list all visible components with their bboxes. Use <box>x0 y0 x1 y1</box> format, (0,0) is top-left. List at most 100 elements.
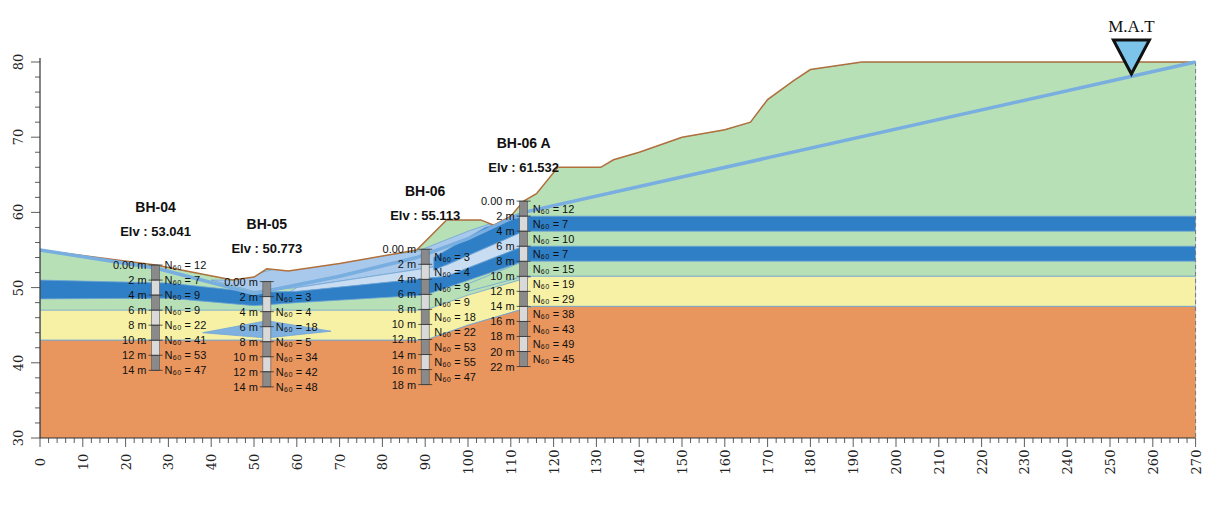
spt-value: N₆₀ = 3 <box>434 251 470 262</box>
depth-label: 20 m <box>490 346 514 357</box>
depth-label: 8 m <box>239 336 257 347</box>
spt-value: N₆₀ = 18 <box>434 311 476 322</box>
depth-label: 0.00 m <box>113 260 147 271</box>
depth-label: 6 m <box>239 321 257 332</box>
depth-label: 4 m <box>496 226 514 237</box>
depth-label: 14 m <box>233 381 257 392</box>
depth-label: 8 m <box>128 320 146 331</box>
spt-value: N₆₀ = 3 <box>276 291 312 302</box>
depth-label: 6 m <box>128 305 146 316</box>
spt-value: N₆₀ = 18 <box>276 321 318 332</box>
borehole-name: BH-06 A <box>497 136 551 150</box>
axis-tick-label: 50 <box>248 454 261 471</box>
axis-tick-label: 90 <box>419 454 432 471</box>
axis-tick-label: 200 <box>890 450 903 475</box>
axis-tick-label: 50 <box>12 279 25 296</box>
spt-value: N₆₀ = 47 <box>434 372 476 383</box>
axis-tick-label: 30 <box>162 454 175 471</box>
depth-label: 4 m <box>398 274 416 285</box>
spt-value: N₆₀ = 7 <box>533 248 569 259</box>
depth-label: 10 m <box>392 319 416 330</box>
axes <box>31 58 1196 447</box>
axis-tick-label: 70 <box>12 129 25 146</box>
borehole-column <box>149 265 163 370</box>
axis-tick-label: 270 <box>1189 450 1202 475</box>
axis-tick-label: 70 <box>333 454 346 471</box>
depth-label: 22 m <box>490 361 514 372</box>
ground-surface <box>40 62 1196 280</box>
borehole-elevation: Elv : 50.773 <box>231 241 302 254</box>
spt-value: N₆₀ = 7 <box>165 275 201 286</box>
depth-label: 4 m <box>128 290 146 301</box>
depth-label: 0.00 m <box>383 244 417 255</box>
depth-label: 14 m <box>392 349 416 360</box>
axis-tick-label: 140 <box>633 450 646 475</box>
depth-label: 0.00 m <box>481 196 515 207</box>
depth-label: 2 m <box>496 211 514 222</box>
spt-value: N₆₀ = 53 <box>434 342 476 353</box>
depth-label: 16 m <box>490 316 514 327</box>
spt-value: N₆₀ = 15 <box>533 263 575 274</box>
depth-label: 2 m <box>398 259 416 270</box>
borehole-elevation: Elv : 53.041 <box>120 225 191 238</box>
spt-value: N₆₀ = 9 <box>165 290 201 301</box>
spt-value: N₆₀ = 41 <box>165 335 207 346</box>
spt-value: N₆₀ = 12 <box>533 203 575 214</box>
water-table-label: M.A.T <box>1108 18 1154 35</box>
depth-label: 14 m <box>122 365 146 376</box>
depth-label: 12 m <box>122 350 146 361</box>
spt-value: N₆₀ = 7 <box>533 218 569 229</box>
depth-label: 0.00 m <box>224 276 258 287</box>
spt-value: N₆₀ = 53 <box>165 350 207 361</box>
depth-label: 4 m <box>239 306 257 317</box>
axis-tick-label: 120 <box>547 450 560 475</box>
axis-tick-label: 170 <box>761 450 774 475</box>
soil-layers <box>40 62 1200 446</box>
depth-label: 10 m <box>233 351 257 362</box>
axis-tick-label: 60 <box>12 204 25 221</box>
spt-value: N₆₀ = 9 <box>434 281 470 292</box>
spt-value: N₆₀ = 4 <box>434 266 470 277</box>
depth-label: 18 m <box>490 331 514 342</box>
depth-label: 10 m <box>122 335 146 346</box>
axis-tick-label: 40 <box>205 454 218 471</box>
spt-value: N₆₀ = 10 <box>533 233 575 244</box>
spt-value: N₆₀ = 5 <box>276 336 312 347</box>
axis-tick-label: 220 <box>975 450 988 475</box>
borehole-column <box>260 282 274 387</box>
section-boundary <box>1195 62 1196 438</box>
water-table <box>40 62 1196 294</box>
borehole-elevation: Elv : 61.532 <box>488 161 559 174</box>
spt-value: N₆₀ = 9 <box>165 305 201 316</box>
spt-value: N₆₀ = 34 <box>276 351 318 362</box>
axis-tick-label: 110 <box>504 450 517 475</box>
depth-label: 12 m <box>392 334 416 345</box>
borehole-column <box>418 249 432 384</box>
spt-value: N₆₀ = 49 <box>533 339 575 350</box>
spt-value: N₆₀ = 12 <box>165 260 207 271</box>
depth-label: 12 m <box>490 286 514 297</box>
spt-value: N₆₀ = 19 <box>533 278 575 289</box>
axis-tick-label: 230 <box>1018 450 1031 475</box>
water-table-symbol <box>1113 40 1149 74</box>
depth-label: 8 m <box>496 256 514 267</box>
spt-value: N₆₀ = 29 <box>533 293 575 304</box>
axis-tick-label: 40 <box>12 355 25 372</box>
depth-label: 6 m <box>398 289 416 300</box>
axis-tick-label: 10 <box>76 454 89 471</box>
borehole-name: BH-04 <box>135 200 175 214</box>
soil-layer <box>40 306 1200 445</box>
depth-label: 18 m <box>392 379 416 390</box>
depth-label: 12 m <box>233 366 257 377</box>
axis-tick-label: 80 <box>376 454 389 471</box>
depth-label: 10 m <box>490 271 514 282</box>
borehole-column <box>517 201 531 366</box>
axis-tick-label: 20 <box>119 454 132 471</box>
axis-tick-label: 100 <box>462 450 475 475</box>
axis-tick-label: 260 <box>1146 450 1159 475</box>
spt-value: N₆₀ = 55 <box>434 357 476 368</box>
depth-label: 2 m <box>239 291 257 302</box>
spt-value: N₆₀ = 48 <box>276 381 318 392</box>
spt-value: N₆₀ = 45 <box>533 354 575 365</box>
